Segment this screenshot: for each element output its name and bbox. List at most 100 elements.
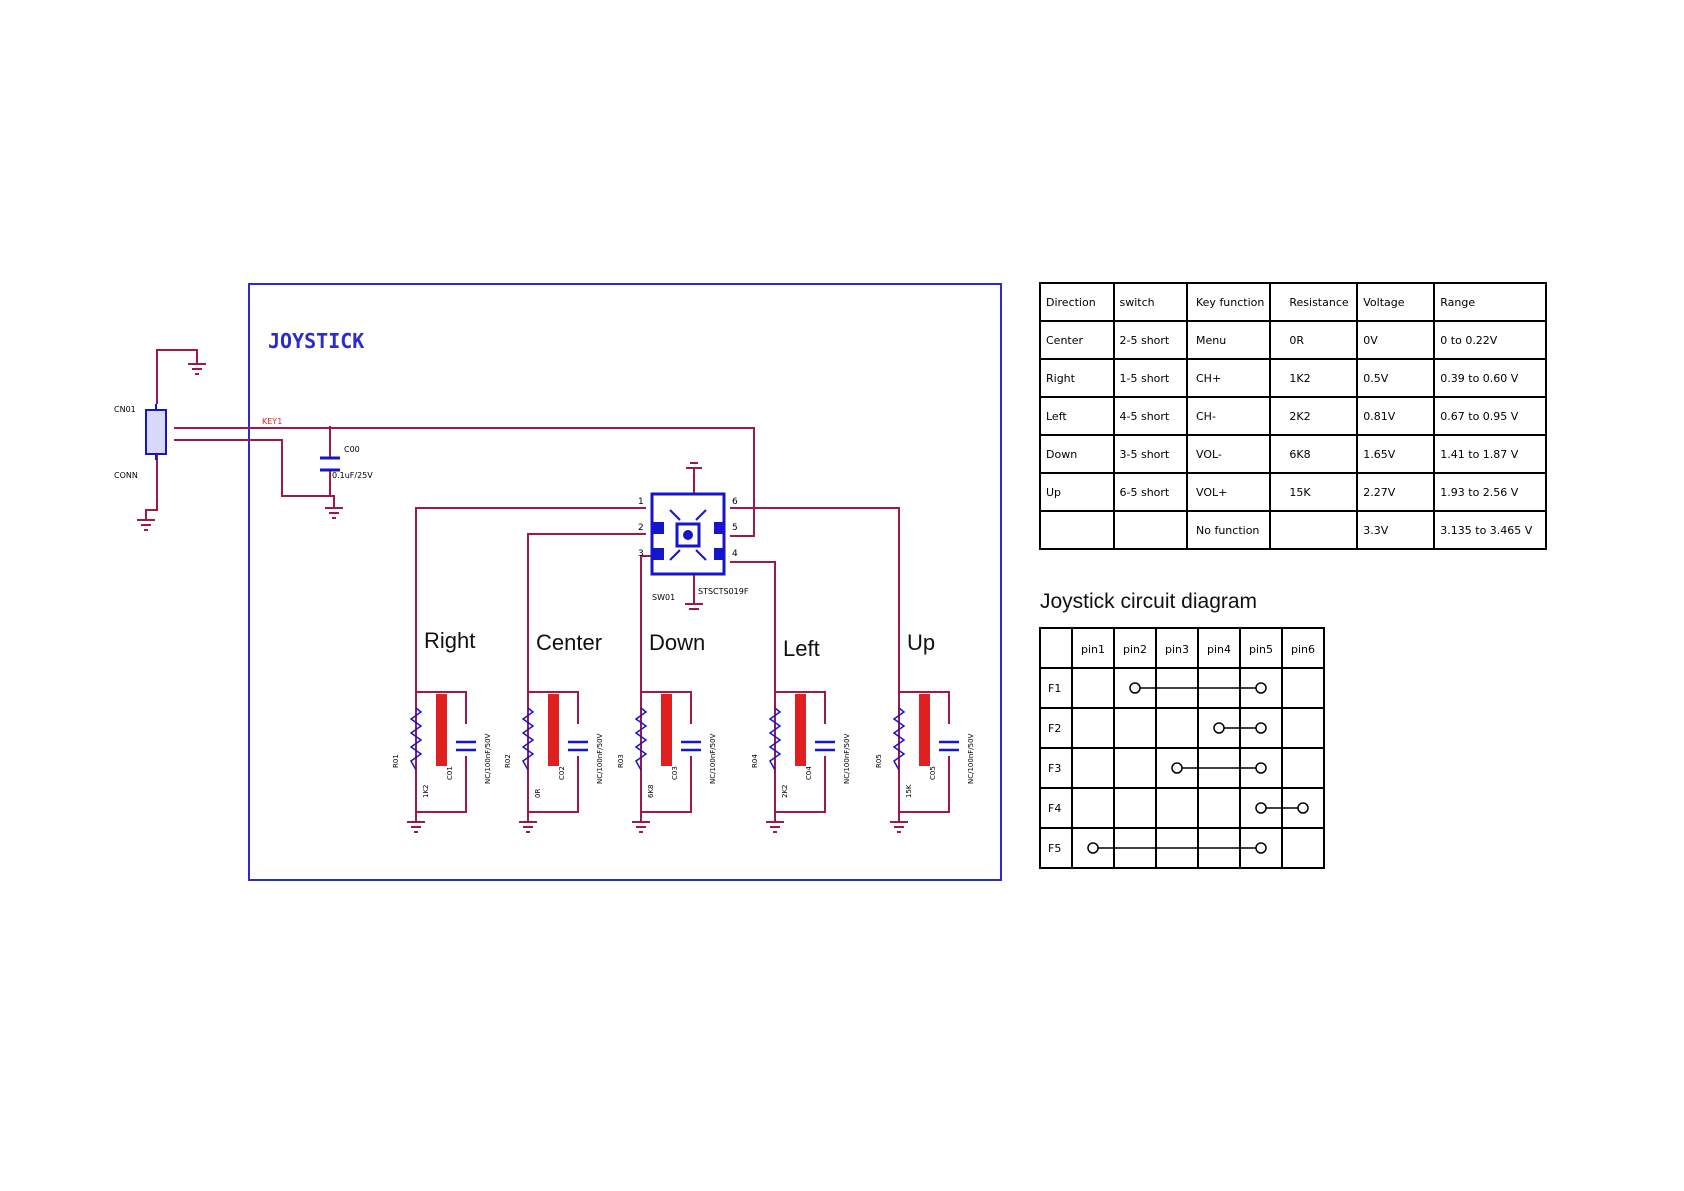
resistor-value: 1K2 bbox=[422, 785, 430, 799]
table-cell bbox=[1269, 510, 1359, 550]
resistor bbox=[409, 707, 423, 771]
pin-node bbox=[1297, 802, 1309, 814]
capacitor-ref: C04 bbox=[805, 766, 813, 780]
pin-node bbox=[1087, 842, 1099, 854]
branch-label: Center bbox=[536, 630, 602, 655]
component-bar bbox=[661, 694, 672, 766]
resistor bbox=[521, 707, 535, 771]
column-header: Voltage bbox=[1356, 282, 1436, 322]
table-cell bbox=[1039, 510, 1115, 550]
connector-body bbox=[145, 409, 167, 455]
table-cell: CH- bbox=[1185, 396, 1272, 436]
table-cell: Right bbox=[1039, 358, 1115, 398]
resistor-value: 2K2 bbox=[781, 785, 789, 799]
table-cell: 3-5 short bbox=[1112, 434, 1188, 474]
joystick-switch-chip bbox=[650, 492, 726, 576]
capacitor-ref: C00 bbox=[344, 445, 360, 454]
table-cell: 0V bbox=[1356, 320, 1436, 360]
table-cell: 0.39 to 0.60 V bbox=[1433, 358, 1547, 398]
resistor bbox=[634, 707, 648, 771]
capacitor-ref: C01 bbox=[446, 766, 454, 780]
table-cell: 0 to 0.22V bbox=[1433, 320, 1547, 360]
pin-node bbox=[1255, 802, 1267, 814]
column-header: Key function bbox=[1185, 282, 1272, 322]
pin-column-header: pin6 bbox=[1291, 643, 1315, 656]
capacitor-value: NC/100nF/50V bbox=[967, 733, 975, 784]
pin-node bbox=[1255, 842, 1267, 854]
pin-row-label: F4 bbox=[1048, 802, 1061, 815]
table-cell: CH+ bbox=[1185, 358, 1272, 398]
pin-number-4: 4 bbox=[732, 549, 738, 559]
resistor-ref: R02 bbox=[504, 754, 512, 768]
pin-number-3: 3 bbox=[638, 549, 644, 559]
resistor bbox=[892, 707, 906, 771]
pin-column-header: pin5 bbox=[1249, 643, 1273, 656]
pin-table-caption: Joystick circuit diagram bbox=[1040, 590, 1258, 613]
table-cell: 1.65V bbox=[1356, 434, 1436, 474]
table-cell: 1-5 short bbox=[1112, 358, 1188, 398]
table-cell: Down bbox=[1039, 434, 1115, 474]
table-cell: VOL- bbox=[1185, 434, 1272, 474]
pin-column-header: pin2 bbox=[1123, 643, 1147, 656]
capacitor-value: 0.1uF/25V bbox=[332, 471, 373, 480]
component-bar bbox=[436, 694, 447, 766]
table-cell: 1.41 to 1.87 V bbox=[1433, 434, 1547, 474]
pin-node bbox=[1171, 762, 1183, 774]
branch-wiring bbox=[519, 690, 579, 833]
capacitor-ref: C05 bbox=[929, 766, 937, 780]
component-bar bbox=[795, 694, 806, 766]
table-cell: 3.3V bbox=[1356, 510, 1436, 550]
table-cell: 3.135 to 3.465 V bbox=[1433, 510, 1547, 550]
resistor-ref: R01 bbox=[392, 754, 400, 768]
capacitor-value: NC/100nF/50V bbox=[596, 733, 604, 784]
component-bar bbox=[548, 694, 559, 766]
table-cell: Center bbox=[1039, 320, 1115, 360]
resistor-ref: R03 bbox=[617, 754, 625, 768]
column-header: Direction bbox=[1039, 282, 1115, 322]
resistor-value: 0R bbox=[534, 789, 542, 798]
branch-label: Down bbox=[649, 630, 705, 655]
schematic-title: JOYSTICK bbox=[268, 329, 364, 353]
branch-label: Right bbox=[424, 628, 475, 653]
pin-number-6: 6 bbox=[732, 497, 738, 507]
pin-node bbox=[1255, 762, 1267, 774]
connector-value: CONN bbox=[114, 471, 138, 480]
pin-node bbox=[1255, 722, 1267, 734]
table-cell: VOL+ bbox=[1185, 472, 1272, 512]
pin-row-label: F5 bbox=[1048, 842, 1061, 855]
capacitor-value: NC/100nF/50V bbox=[484, 733, 492, 784]
table-cell: 15K bbox=[1269, 472, 1359, 512]
component-bar bbox=[919, 694, 930, 766]
table-cell: Up bbox=[1039, 472, 1115, 512]
resistor-value: 6K8 bbox=[647, 785, 655, 799]
pin-row-label: F2 bbox=[1048, 722, 1061, 735]
capacitor-value: NC/100nF/50V bbox=[709, 733, 717, 784]
capacitor-ref: C03 bbox=[671, 766, 679, 780]
capacitor-ref: C02 bbox=[558, 766, 566, 780]
table-cell: 6-5 short bbox=[1112, 472, 1188, 512]
capacitor-value: NC/100nF/50V bbox=[843, 733, 851, 784]
resistor-ref: R05 bbox=[875, 754, 883, 768]
switch-value: STSCTS019F bbox=[698, 587, 749, 596]
table-cell: 4-5 short bbox=[1112, 396, 1188, 436]
pin-column-header: pin1 bbox=[1081, 643, 1105, 656]
table-cell: Left bbox=[1039, 396, 1115, 436]
column-header: switch bbox=[1112, 282, 1188, 322]
table-cell: 0.5V bbox=[1356, 358, 1436, 398]
resistor-value: 15K bbox=[905, 784, 913, 798]
table-cell: No function bbox=[1185, 510, 1272, 550]
resistor-ref: R04 bbox=[751, 754, 759, 768]
table-cell: Menu bbox=[1185, 320, 1272, 360]
pin-number-5: 5 bbox=[732, 523, 738, 533]
